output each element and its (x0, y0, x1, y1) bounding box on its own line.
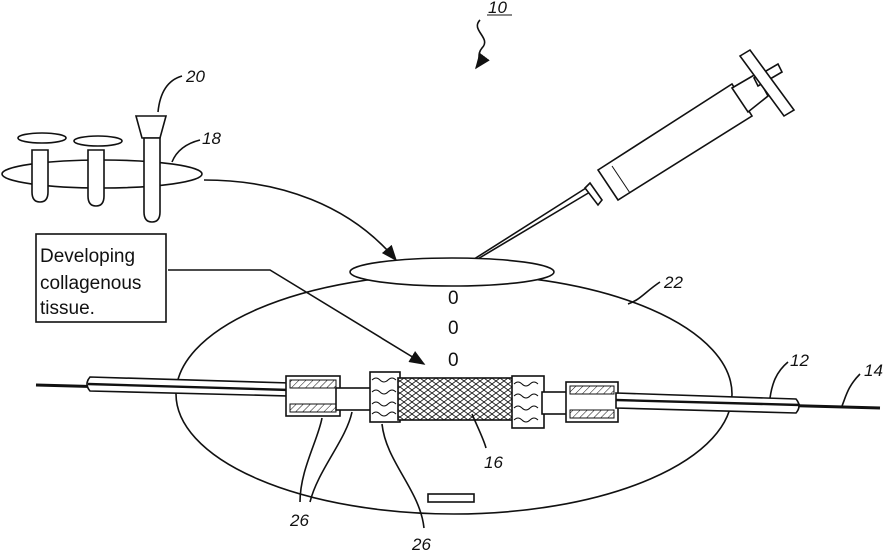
body-marker (428, 494, 474, 502)
syringe-barrel (598, 84, 752, 200)
funnel-top (136, 116, 166, 138)
connector-left (286, 376, 376, 416)
injection-site (350, 258, 554, 286)
ref-26-center: 26 (411, 535, 431, 554)
ref-20: 20 (185, 67, 205, 86)
bubble-2: 0 (448, 318, 459, 339)
ref-12: 12 (790, 351, 809, 370)
vial-holder (2, 116, 202, 222)
tissue-mesh (398, 378, 514, 420)
vial-cap-1 (18, 133, 66, 143)
syringe-needle (460, 188, 586, 268)
label-line-3: tissue. (40, 298, 95, 319)
transfer-arrow (204, 180, 396, 260)
ref-10: 10 (488, 0, 507, 17)
ref-18-leader (172, 140, 200, 162)
ref-14: 14 (864, 361, 883, 380)
ref-26-left: 26 (289, 511, 309, 530)
vial-1 (32, 150, 48, 202)
bubble-3: 0 (448, 350, 459, 371)
ref-10-arrow (476, 20, 485, 68)
bubble-1: 0 (448, 288, 459, 309)
connector-right (542, 382, 618, 422)
ref-22: 22 (663, 273, 683, 292)
ref-16: 16 (484, 453, 503, 472)
ref-14-leader (842, 374, 860, 406)
ref-22-leader (628, 282, 660, 304)
ref-18: 18 (202, 129, 221, 148)
tissue-sleeve (370, 372, 544, 428)
label-line-2: collagenous (40, 273, 141, 294)
label-box: Developing collagenous tissue. (36, 234, 166, 322)
syringe (460, 50, 794, 268)
ref-12-leader (770, 362, 788, 398)
ref-20-leader (158, 76, 182, 112)
vial-2 (88, 150, 104, 206)
ref-26-leader-b (310, 412, 352, 502)
label-line-1: Developing (40, 246, 135, 267)
vial-cap-2 (74, 136, 122, 146)
label-leader-arrow (168, 270, 424, 364)
vial-3 (144, 138, 160, 222)
ref-26-leader-a (300, 418, 322, 502)
